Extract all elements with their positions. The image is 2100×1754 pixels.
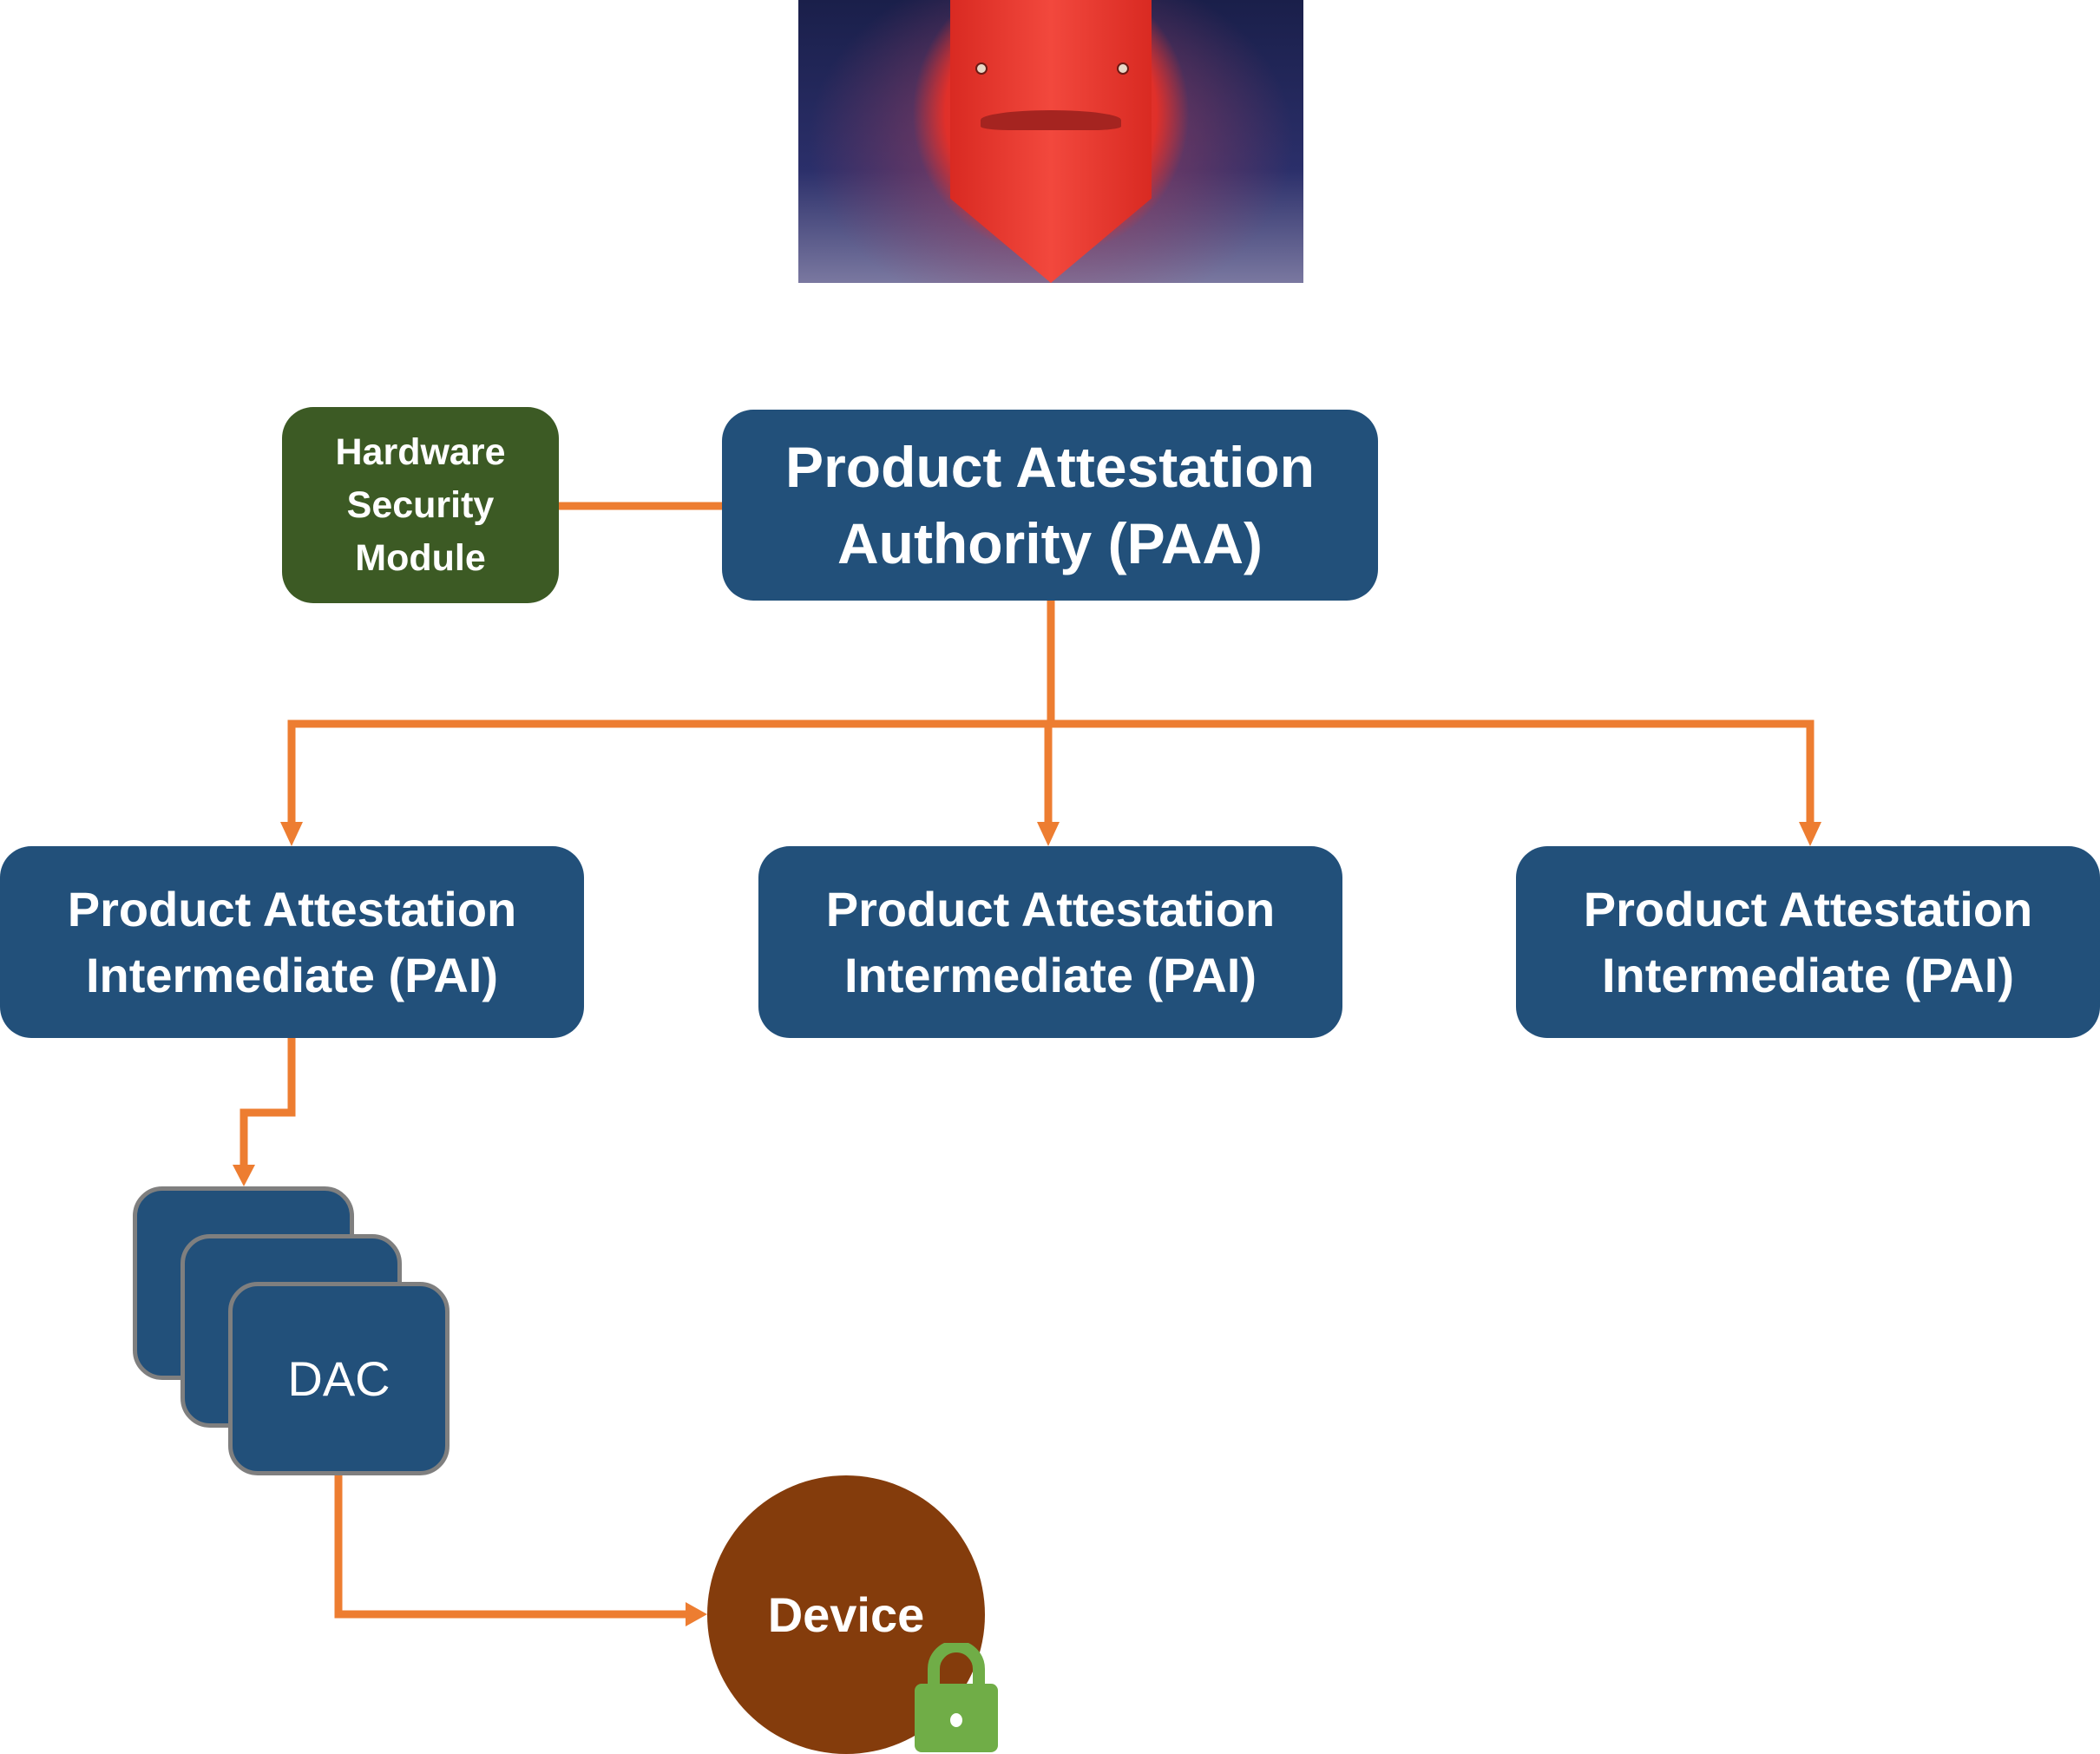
edge-bus — [287, 719, 1815, 829]
edge-dac-device — [334, 1475, 690, 1619]
pai-node: Product Attestation Intermediate (PAI) — [758, 846, 1342, 1038]
photo-mouth — [980, 110, 1122, 130]
pai-label-line: Intermediate (PAI) — [85, 947, 499, 1002]
paa-node: Product Attestation Authority (PAA) — [722, 410, 1378, 601]
pai-label-line: Product Attestation — [825, 881, 1276, 936]
device-node: Device — [707, 1475, 985, 1754]
arrowhead-device — [686, 1602, 707, 1626]
device-label: Device — [767, 1587, 925, 1642]
edge-pai1-dac — [240, 1038, 296, 1169]
arrowhead-dac — [233, 1165, 255, 1186]
arrowhead-pai2 — [1037, 822, 1060, 846]
dac-label: DAC — [287, 1351, 390, 1406]
hsm-node: Hardware Security Module — [282, 407, 559, 603]
arrowhead-pai1 — [280, 822, 303, 846]
hsm-label-line: Module — [355, 536, 486, 579]
pai-label-line: Intermediate (PAI) — [843, 947, 1257, 1002]
photo-eye-right — [1116, 62, 1129, 75]
pai-node: Product Attestation Intermediate (PAI) — [0, 846, 584, 1038]
dac-card-front: DAC — [228, 1282, 450, 1475]
character-photo — [798, 0, 1303, 283]
paa-label-line: Authority (PAA) — [837, 511, 1263, 575]
paa-label-line: Product Attestation — [785, 435, 1315, 499]
pai-label-line: Product Attestation — [1583, 881, 2033, 936]
lock-icon — [915, 1643, 998, 1752]
arrowhead-pai3 — [1799, 822, 1821, 846]
hsm-label-line: Hardware — [335, 430, 506, 473]
pai-label-line: Intermediate (PAI) — [1601, 947, 2015, 1002]
photo-eye-left — [975, 62, 988, 75]
hsm-label-line: Security — [346, 483, 495, 526]
photo-face — [949, 0, 1152, 283]
pai-node: Product Attestation Intermediate (PAI) — [1516, 846, 2100, 1038]
pai-label-line: Product Attestation — [67, 881, 517, 936]
